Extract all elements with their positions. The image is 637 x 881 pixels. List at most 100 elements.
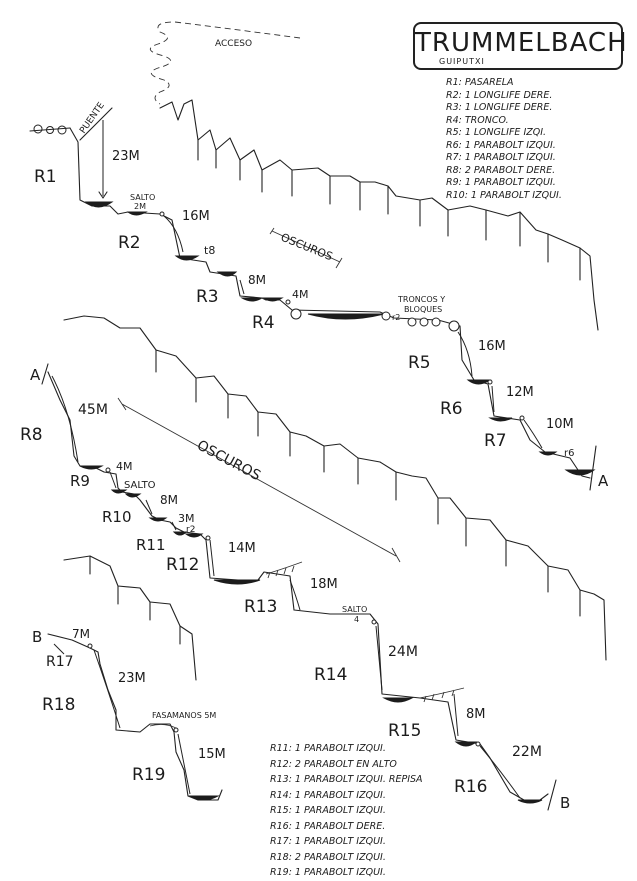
- rope-r10: [145, 499, 153, 515]
- anchor-icon: [475, 741, 481, 747]
- legend-line: R1: PASARELA: [446, 77, 514, 88]
- rappel-height-r16: 22M: [512, 744, 542, 760]
- rope-r5: [457, 331, 473, 377]
- marker-a-left: A: [30, 366, 41, 384]
- rappel-id-r3: R3: [196, 287, 219, 307]
- rope-r18: [93, 649, 121, 729]
- rappel-height-r9: 4M: [116, 460, 133, 473]
- rappel-id-r11: R11: [136, 536, 166, 554]
- block-icon: [419, 317, 429, 327]
- section-break-b-right: [547, 779, 557, 811]
- small-mark-r6: r6: [564, 448, 574, 459]
- pool-r7: [538, 451, 558, 456]
- pool-r15: [454, 741, 478, 747]
- legend-line: R2: 1 LONGLIFE DERE.: [446, 89, 553, 101]
- small-mark-t8: t8: [204, 244, 215, 257]
- jump-label: SALTO: [342, 605, 367, 614]
- rappel-height-r14: 24M: [388, 644, 418, 660]
- small-mark-r2: r2: [186, 525, 195, 535]
- legend-line: R3: 1 LONGLIFE DERE.: [446, 102, 553, 113]
- pool-r16: [517, 799, 543, 804]
- legend-line: R13: 1 PARABOLT IZQUI. REPISA: [270, 774, 423, 785]
- rope-r11: [171, 521, 177, 531]
- logs-label: TRONCOS Y: [397, 295, 445, 304]
- rappel-height-r18: 23M: [118, 671, 146, 686]
- rappel-height-r1: 23M: [112, 149, 140, 164]
- rope-r3: [239, 279, 245, 295]
- rope-r2: [163, 215, 184, 253]
- rappel-id-r2: R2: [118, 233, 141, 253]
- rope-r15: [453, 693, 459, 737]
- bridge-icon: [79, 107, 113, 141]
- rappel-id-r19: R19: [132, 765, 165, 785]
- small-mark-r2: r2: [392, 313, 400, 322]
- rappel-id-r14: R14: [314, 665, 347, 685]
- pool-jump: [126, 211, 148, 216]
- rappel-height-r12: 14M: [228, 541, 256, 556]
- start-rock-icon: [33, 124, 43, 134]
- anchor-icon: [159, 211, 165, 217]
- legend-line: R14: 1 PARABOLT IZQUI.: [270, 789, 386, 801]
- rappel-height-r4: 4M: [292, 288, 309, 301]
- legend-line: R5: 1 LONGLIFE IZQI.: [446, 127, 547, 138]
- anchor-icon: [371, 619, 377, 625]
- rappel-id-r6: R6: [440, 399, 463, 419]
- rappel-id-r16: R16: [454, 777, 487, 797]
- rope-r13: [289, 579, 301, 611]
- block-icon: [407, 317, 417, 327]
- jump-label: SALTO: [124, 480, 156, 491]
- access-trail: [149, 21, 301, 105]
- rappel-id-r10: R10: [102, 508, 132, 526]
- pool: [216, 271, 238, 277]
- section-break-a-left: [41, 363, 49, 385]
- pool-r19: [188, 795, 220, 801]
- canyon-subtitle: GUIPUTXI: [439, 57, 485, 66]
- legend-line: R4: TRONCO.: [446, 114, 509, 126]
- rope-r19: [177, 733, 191, 795]
- section-break-a-right: [589, 445, 597, 491]
- canyon-cliff-steps-middle: [155, 349, 581, 617]
- rappel-height-r5: 16M: [478, 339, 506, 354]
- rappel-height-r8: 45M: [78, 402, 108, 418]
- rappel-height-r17: 7M: [72, 627, 90, 641]
- canyon-wall-lower: [47, 633, 223, 801]
- pool-r6: [488, 417, 513, 422]
- rope-arrow-icon: [98, 191, 108, 199]
- anchor-icon: [205, 535, 211, 541]
- legend-line: R16: 1 PARABOLT DERE.: [270, 820, 386, 832]
- legend-line: R8: 2 PARABOLT DERE.: [446, 164, 556, 176]
- canyon-cliff-skyline-lower: [63, 555, 197, 681]
- rappel-id-r5: R5: [408, 353, 431, 373]
- jump-height-label: 4: [354, 615, 359, 624]
- legend-line: R11: 1 PARABOLT IZQUI.: [270, 743, 386, 754]
- canyon-cliff-skyline-upper: [159, 99, 599, 331]
- legend-line: R6: 1 PARABOLT IZQUI.: [446, 139, 556, 151]
- anchor-icon: [87, 643, 93, 649]
- rope-r9: [109, 471, 117, 489]
- dark-section-bracket: [269, 227, 343, 269]
- pool-r11: [172, 531, 188, 536]
- rappel-id-r8: R8: [20, 425, 43, 445]
- rappel-height-r7: 10M: [546, 417, 574, 432]
- canyon-cliff-steps-upper: [197, 139, 581, 281]
- anchor-icon: [519, 415, 525, 421]
- anchor-icon: [173, 727, 179, 733]
- pool-r10: [148, 517, 168, 522]
- marker-b-right: B: [560, 794, 570, 812]
- legend-anchors-r1-r10: R1: PASARELA R2: 1 LONGLIFE DERE. R3: 1 …: [446, 77, 562, 202]
- legend-anchors-r11-r19: R11: 1 PARABOLT IZQUI. R12: 2 PARABOLT E…: [270, 741, 423, 881]
- title-box: TRUMMELBACH GUIPUTXI: [413, 22, 627, 70]
- block-icon: [448, 320, 460, 332]
- dark-section-bracket: [117, 397, 401, 563]
- rappel-id-r12: R12: [166, 555, 199, 575]
- canyon-wall-middle: [47, 371, 549, 801]
- rappel-id-r13: R13: [244, 597, 277, 617]
- dark-section-label: OSCUROS: [279, 231, 335, 264]
- rappel-id-r18: R18: [42, 695, 75, 715]
- rappel-height-r19: 15M: [198, 747, 226, 762]
- rappel-height-r15: 8M: [466, 707, 486, 722]
- rope-r12: [209, 539, 215, 577]
- long-pool: [307, 313, 385, 320]
- rope-r7: [523, 419, 543, 449]
